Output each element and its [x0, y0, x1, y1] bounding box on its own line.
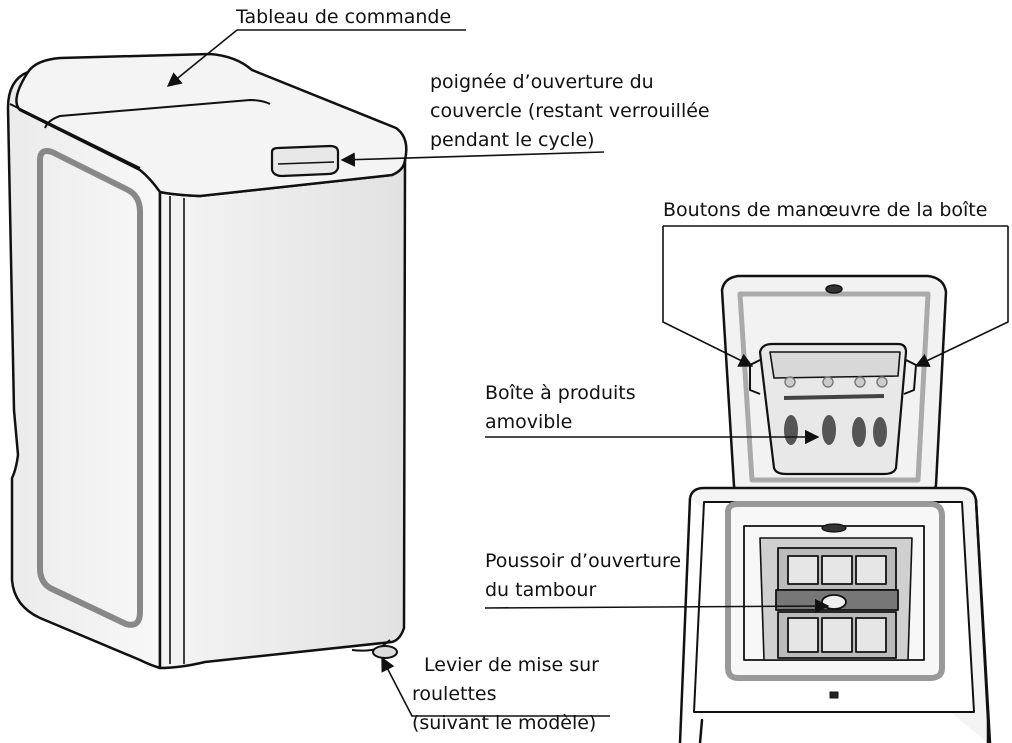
label-detergent-box-2: amovible	[485, 411, 573, 433]
closed-washing-machine	[6, 52, 408, 670]
label-wheels-lever-1: Levier de mise sur	[424, 654, 599, 676]
label-box-buttons: Boutons de manœuvre de la boîte	[663, 199, 988, 221]
label-wheels-lever-2: roulettes	[412, 683, 497, 705]
label-control-panel: Tableau de commande	[236, 6, 452, 28]
label-lid-handle-3: pendant le cycle)	[430, 129, 595, 151]
side-inset-panel	[37, 148, 143, 628]
lid-handle	[270, 144, 340, 178]
label-wheels-lever-3: (suivant le modèle)	[412, 712, 597, 734]
label-detergent-box-1: Boîte à produits	[485, 382, 636, 404]
label-drum-push-2: du tambour	[485, 579, 597, 601]
drum	[775, 547, 899, 659]
label-lid-handle-1: poignée d’ouverture du	[430, 71, 654, 93]
open-washing-machine	[678, 274, 992, 743]
machine-front-panel	[158, 158, 407, 670]
label-drum-push-1: Poussoir d’ouverture	[485, 550, 682, 572]
label-lid-handle-2: couvercle (restant verrouillée	[430, 100, 710, 122]
